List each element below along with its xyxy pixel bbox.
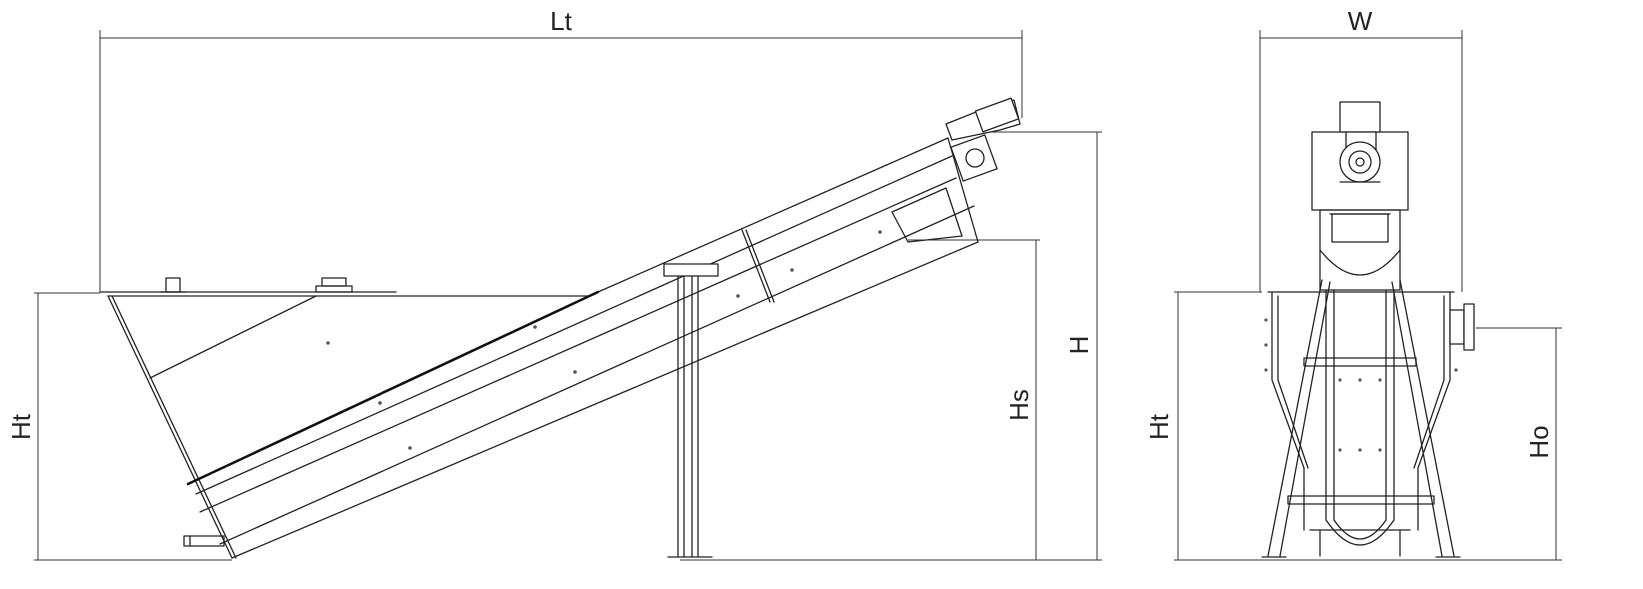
dimension-lt-label: Lt xyxy=(550,6,572,36)
front-tank xyxy=(1264,291,1475,531)
dimension-hs: Hs xyxy=(908,239,1040,560)
dimension-ht-front: Ht xyxy=(1144,291,1562,561)
side-view: Lt Ht Hs H xyxy=(6,6,1102,561)
front-view: W Ht Ho xyxy=(1144,6,1562,561)
screw-conveyor xyxy=(186,137,979,559)
dimension-ht-front-label: Ht xyxy=(1144,413,1174,440)
tank-wall xyxy=(107,295,330,559)
dimension-ho-label: Ho xyxy=(1524,425,1554,458)
tank-top xyxy=(99,277,591,297)
front-frame xyxy=(1261,279,1461,558)
dimension-ht-side-label: Ht xyxy=(6,413,36,440)
dimension-hs-label: Hs xyxy=(1004,389,1034,421)
dimension-h-label: H xyxy=(1064,336,1094,355)
support-stand xyxy=(663,263,719,558)
dimension-w: W xyxy=(1259,6,1463,292)
dimension-ht-side: Ht xyxy=(6,292,232,561)
dimension-ho: Ho xyxy=(1476,327,1562,560)
dimension-h: H xyxy=(680,131,1102,561)
dimension-w-label: W xyxy=(1348,6,1373,36)
front-housing xyxy=(1309,131,1411,557)
front-motor xyxy=(1339,101,1381,183)
dimension-lt: Lt xyxy=(99,6,1023,292)
drive-motor xyxy=(945,97,1021,182)
